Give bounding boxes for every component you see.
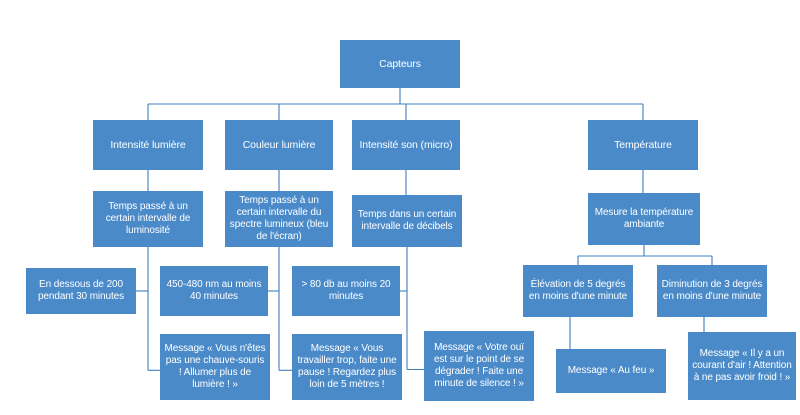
node-m_temp[interactable]: Mesure la température ambiante — [588, 193, 700, 245]
node-msg_temp_up[interactable]: Message « Au feu » — [556, 349, 666, 393]
node-msg_sound[interactable]: Message « Votre ouï est sur le point de … — [424, 331, 534, 401]
node-c_light_col[interactable]: 450-480 nm au moins 40 minutes — [160, 266, 268, 316]
node-label: Message « Il y a un courant d'air ! Atte… — [692, 348, 792, 383]
node-label: Intensité son (micro) — [359, 138, 453, 151]
node-label: Message « Vous travailler trop, faite un… — [297, 343, 397, 390]
node-c_temp_down[interactable]: Diminution de 3 degrés en moins d'une mi… — [657, 265, 767, 317]
node-c_temp_up[interactable]: Élévation de 5 degrés en moins d'une min… — [523, 265, 633, 317]
node-label: Capteurs — [379, 57, 421, 70]
node-label: Message « Vous n'êtes pas une chauve-sou… — [164, 343, 266, 390]
node-light_col[interactable]: Couleur lumière — [225, 120, 333, 170]
node-temp[interactable]: Température — [588, 120, 698, 170]
node-msg_light_int[interactable]: Message « Vous n'êtes pas une chauve-sou… — [160, 334, 270, 400]
node-light_int[interactable]: Intensité lumière — [93, 120, 203, 170]
node-label: Diminution de 3 degrés en moins d'une mi… — [661, 279, 763, 302]
node-c_light_int[interactable]: En dessous de 200 pendant 30 minutes — [26, 268, 136, 314]
node-m_sound[interactable]: Temps dans un certain intervalle de déci… — [352, 195, 462, 247]
node-c_sound[interactable]: > 80 db au moins 20 minutes — [292, 266, 400, 316]
node-root[interactable]: Capteurs — [340, 40, 460, 88]
node-label: Intensité lumière — [110, 138, 186, 151]
node-label: En dessous de 200 pendant 30 minutes — [37, 279, 125, 302]
node-label: Message « Votre ouï est sur le point de … — [433, 342, 525, 389]
node-m_light_int[interactable]: Temps passé à un certain intervalle de l… — [93, 191, 203, 247]
node-sound_int[interactable]: Intensité son (micro) — [352, 120, 460, 170]
node-m_light_col[interactable]: Temps passé à un certain intervalle du s… — [225, 191, 333, 247]
node-label: > 80 db au moins 20 minutes — [301, 279, 391, 302]
node-label: Élévation de 5 degrés en moins d'une min… — [528, 279, 628, 302]
node-msg_temp_down[interactable]: Message « Il y a un courant d'air ! Atte… — [688, 332, 796, 400]
node-msg_light_col[interactable]: Message « Vous travailler trop, faite un… — [292, 334, 402, 400]
node-label: Message « Au feu » — [567, 365, 655, 377]
node-label: Température — [614, 138, 672, 151]
node-label: Couleur lumière — [242, 138, 316, 151]
node-label: Mesure la température ambiante — [594, 207, 694, 230]
node-label: Temps passé à un certain intervalle de l… — [105, 201, 191, 236]
node-label: Temps dans un certain intervalle de déci… — [357, 209, 457, 232]
node-label: 450-480 nm au moins 40 minutes — [166, 279, 262, 302]
node-label: Temps passé à un certain intervalle du s… — [229, 195, 329, 242]
